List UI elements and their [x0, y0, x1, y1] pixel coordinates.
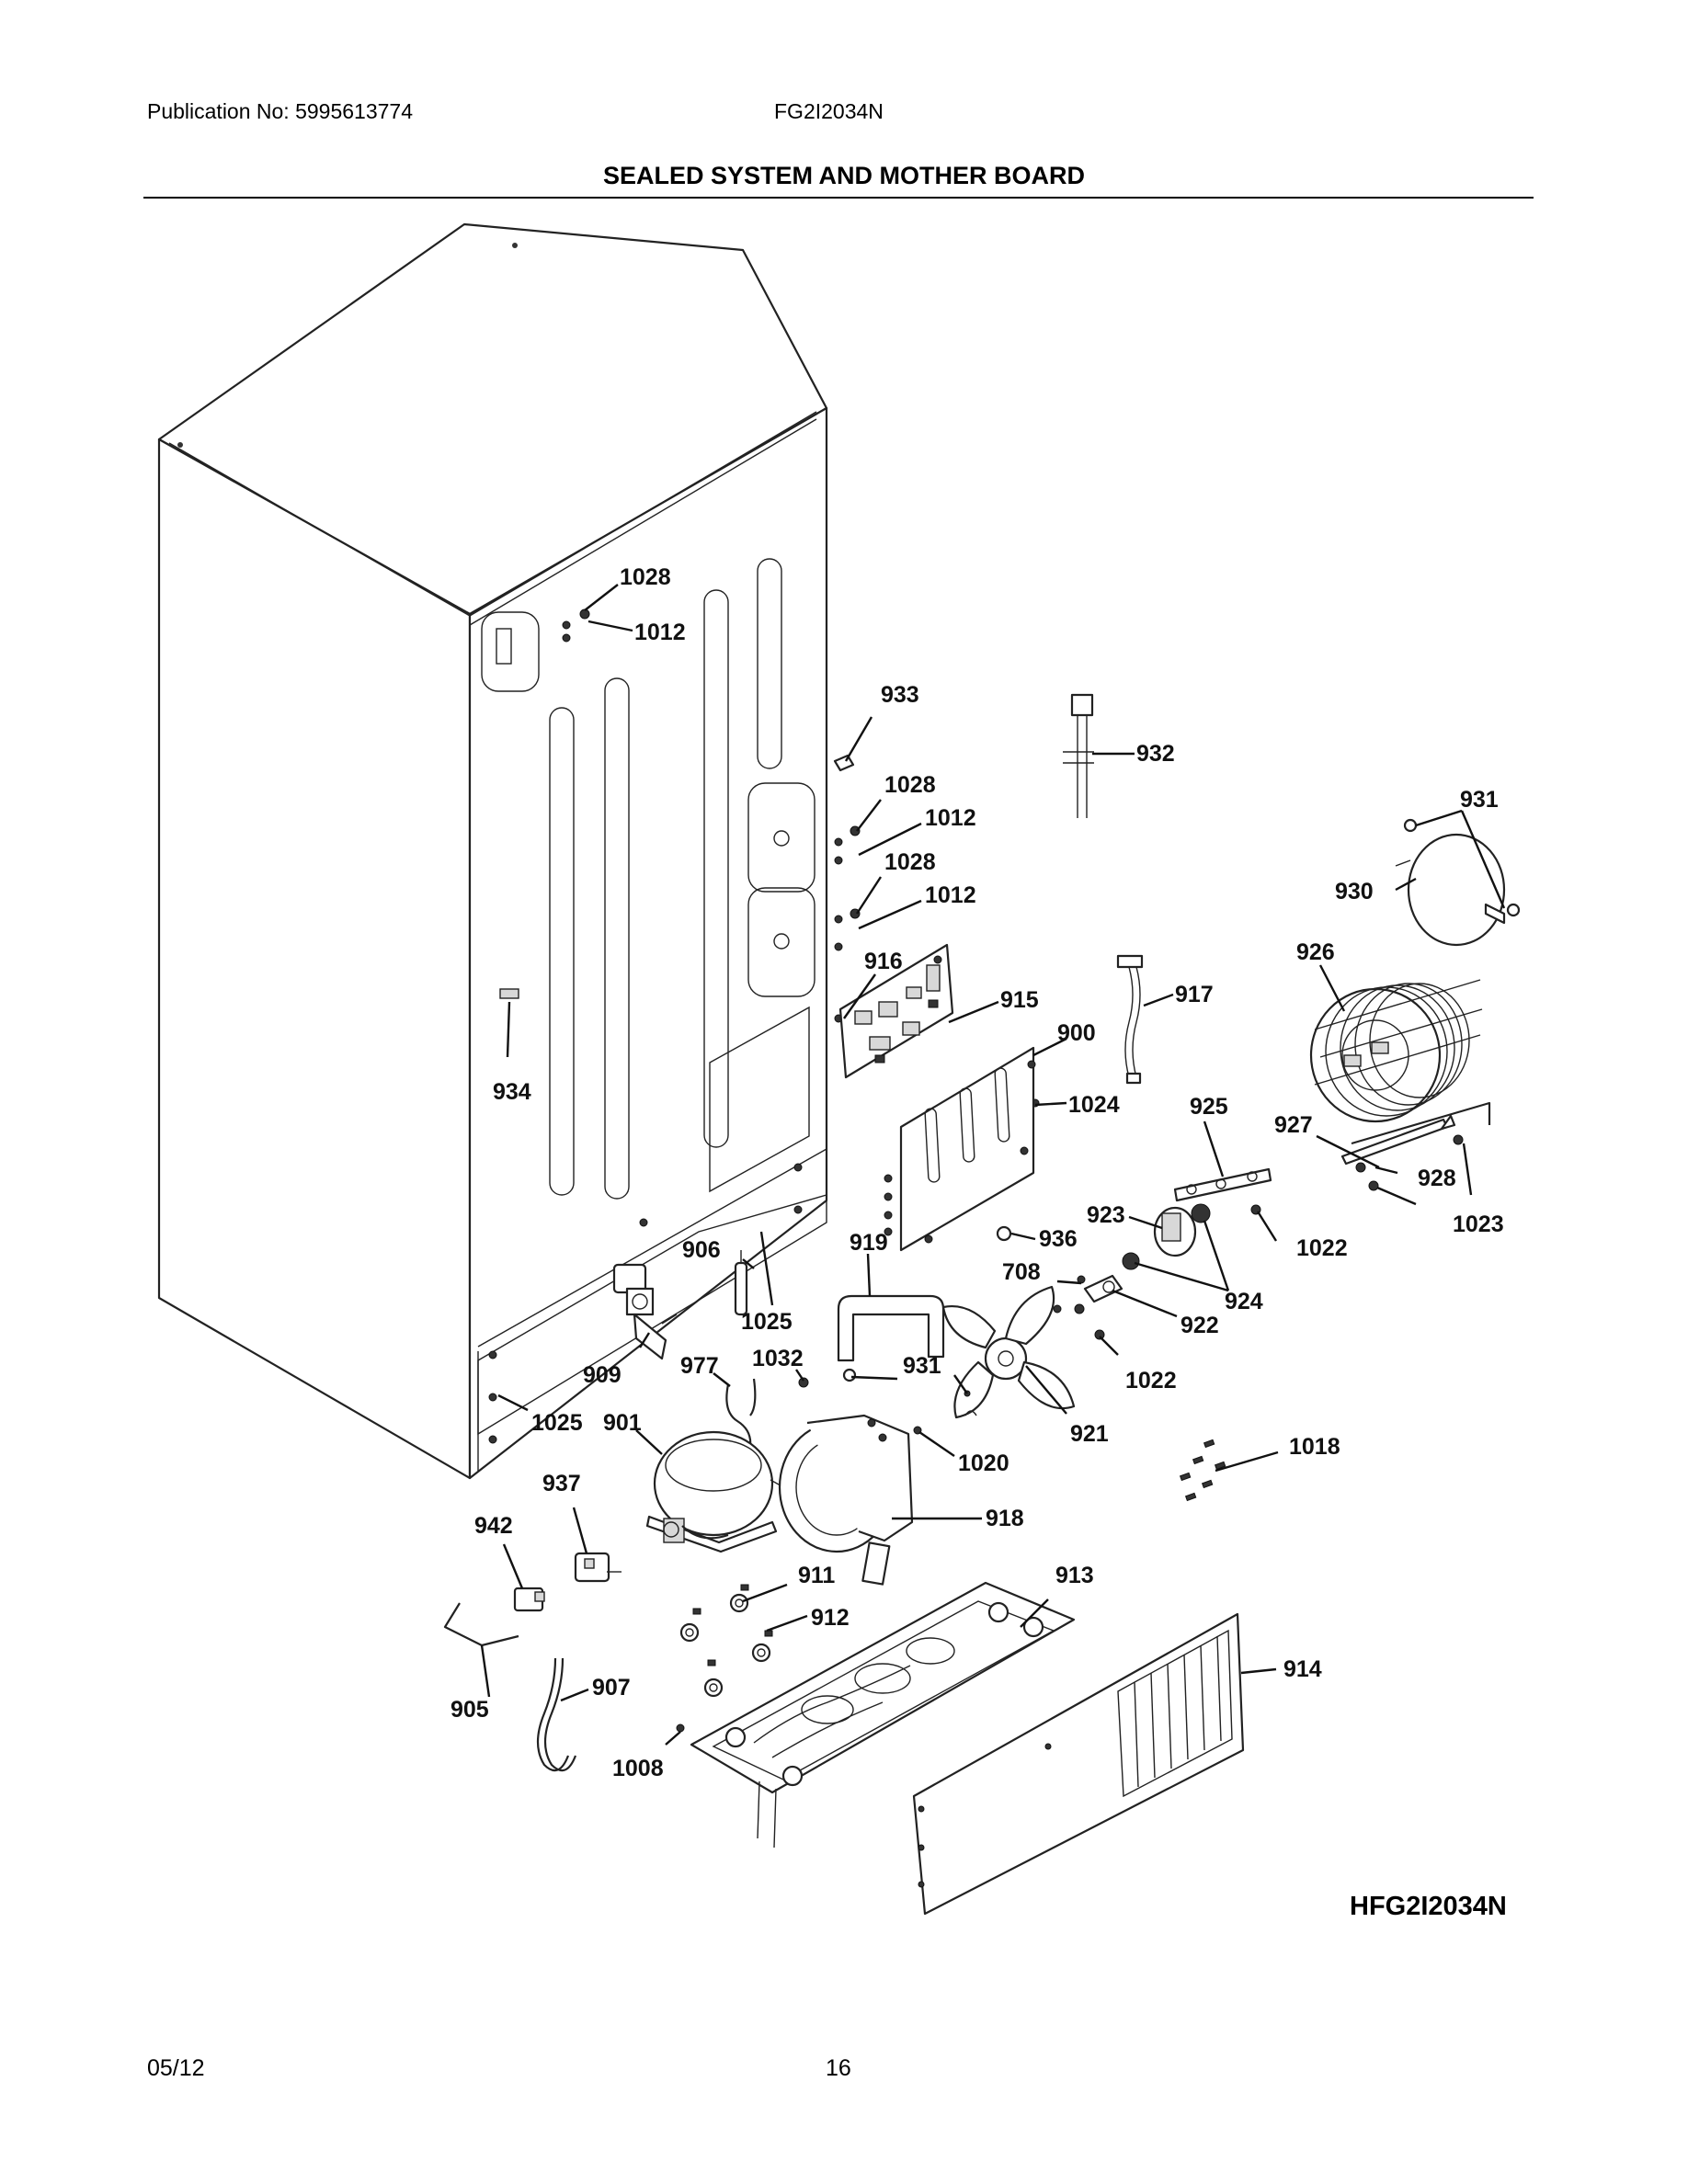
callout-907: 907: [592, 1675, 631, 1701]
callout-1012a: 1012: [634, 620, 686, 645]
drawing-reference: HFG2I2034N: [1350, 1892, 1507, 1921]
title-rule: [143, 197, 1534, 199]
callout-1028b: 1028: [884, 772, 936, 798]
callout-708: 708: [1002, 1259, 1041, 1285]
base-pan-913: [690, 1581, 1076, 1848]
callout-919: 919: [850, 1230, 888, 1256]
screws-1018: [1179, 1439, 1226, 1502]
overload-942: [513, 1587, 545, 1612]
callout-916: 916: [864, 949, 903, 974]
mother-board-915: [838, 943, 954, 1079]
screw-1008: [676, 1723, 685, 1733]
page-title: SEALED SYSTEM AND MOTHER BOARD: [602, 162, 1086, 189]
callout-911: 911: [798, 1563, 835, 1588]
callout-905: 905: [451, 1697, 489, 1723]
callout-925: 925: [1190, 1094, 1228, 1120]
callout-942: 942: [474, 1513, 513, 1539]
callout-936: 936: [1039, 1226, 1078, 1252]
callout-1012b: 1012: [925, 805, 976, 831]
callout-926: 926: [1296, 939, 1335, 965]
callout-1022a: 1022: [1296, 1235, 1348, 1261]
harness-917: [1116, 954, 1144, 1085]
bracket-922: [1053, 1274, 1123, 1314]
plate-900: [884, 1046, 1036, 1252]
model-number: FG2I2034N: [774, 99, 884, 123]
callout-927: 927: [1274, 1112, 1313, 1138]
grommets-911-912: [679, 1584, 773, 1698]
callout-914: 914: [1283, 1656, 1322, 1682]
grommet-931: [842, 1368, 857, 1382]
grille-914: [912, 1612, 1245, 1916]
callout-913: 913: [1055, 1563, 1094, 1588]
tubing-977: [725, 1378, 757, 1448]
footer-date: 05/12: [147, 2055, 205, 2081]
callout-928: 928: [1418, 1166, 1456, 1191]
callout-909: 909: [583, 1362, 622, 1388]
callout-922: 922: [1180, 1313, 1219, 1338]
bracket-927: [1340, 1114, 1464, 1191]
drier-906: [734, 1250, 748, 1316]
callout-1025a: 1025: [741, 1309, 793, 1335]
callout-921: 921: [1070, 1421, 1109, 1447]
relay-937: [574, 1552, 622, 1583]
shroud-930: [1395, 818, 1521, 947]
callout-912: 912: [811, 1605, 850, 1631]
callout-931a: 931: [1460, 787, 1499, 813]
callout-1028c: 1028: [884, 849, 936, 875]
callout-931b: 931: [903, 1353, 941, 1379]
clip-931b: [964, 1410, 977, 1416]
grommet-936: [996, 1225, 1012, 1242]
callout-labels: 1028 1012 933 932 1028 1012 931 1028 101…: [451, 564, 1504, 1781]
callout-1024: 1024: [1068, 1092, 1120, 1118]
callout-1032: 1032: [752, 1346, 804, 1371]
callout-918: 918: [986, 1506, 1024, 1531]
callout-1018: 1018: [1289, 1434, 1340, 1460]
harness-905: [443, 1602, 519, 1647]
page-number: 16: [826, 2055, 851, 2081]
fan-bracket-925: [1173, 1167, 1272, 1202]
callout-1008: 1008: [612, 1756, 664, 1781]
harness-932: [1063, 693, 1094, 818]
callout-934: 934: [493, 1079, 531, 1105]
fan-blade-921: [941, 1285, 1076, 1419]
tube-919: [837, 1294, 945, 1362]
publication-number: Publication No: 5995613774: [147, 99, 414, 123]
callout-906: 906: [682, 1237, 721, 1263]
compressor-901: [645, 1430, 788, 1553]
condenser-926: [1309, 979, 1491, 1145]
screw-1022b: [1094, 1329, 1105, 1340]
callout-923: 923: [1087, 1202, 1125, 1228]
callout-1012c: 1012: [925, 882, 976, 908]
fan-shroud-918: [778, 1414, 914, 1586]
valve-909: [612, 1263, 678, 1360]
bracket-933: [833, 754, 855, 772]
callout-1022b: 1022: [1125, 1368, 1177, 1393]
fan-motor-923: [1122, 1203, 1211, 1270]
callout-1020: 1020: [958, 1450, 1009, 1476]
callout-932: 932: [1136, 741, 1175, 767]
callout-917: 917: [1175, 982, 1214, 1007]
cabinet-drawing: [157, 222, 828, 1480]
hose-907: [536, 1657, 577, 1772]
leader-lines: [480, 584, 1506, 1746]
callout-1025b: 1025: [531, 1410, 583, 1436]
callout-915: 915: [1000, 987, 1039, 1013]
callout-1028a: 1028: [620, 564, 671, 590]
callout-1023: 1023: [1453, 1211, 1504, 1237]
callout-930: 930: [1335, 879, 1374, 904]
callout-977: 977: [680, 1353, 719, 1379]
callout-900: 900: [1057, 1020, 1096, 1046]
callout-924: 924: [1225, 1289, 1263, 1314]
callout-933: 933: [881, 682, 919, 708]
callout-937: 937: [542, 1471, 581, 1496]
callout-901: 901: [603, 1410, 642, 1436]
screw-1032: [798, 1377, 809, 1388]
